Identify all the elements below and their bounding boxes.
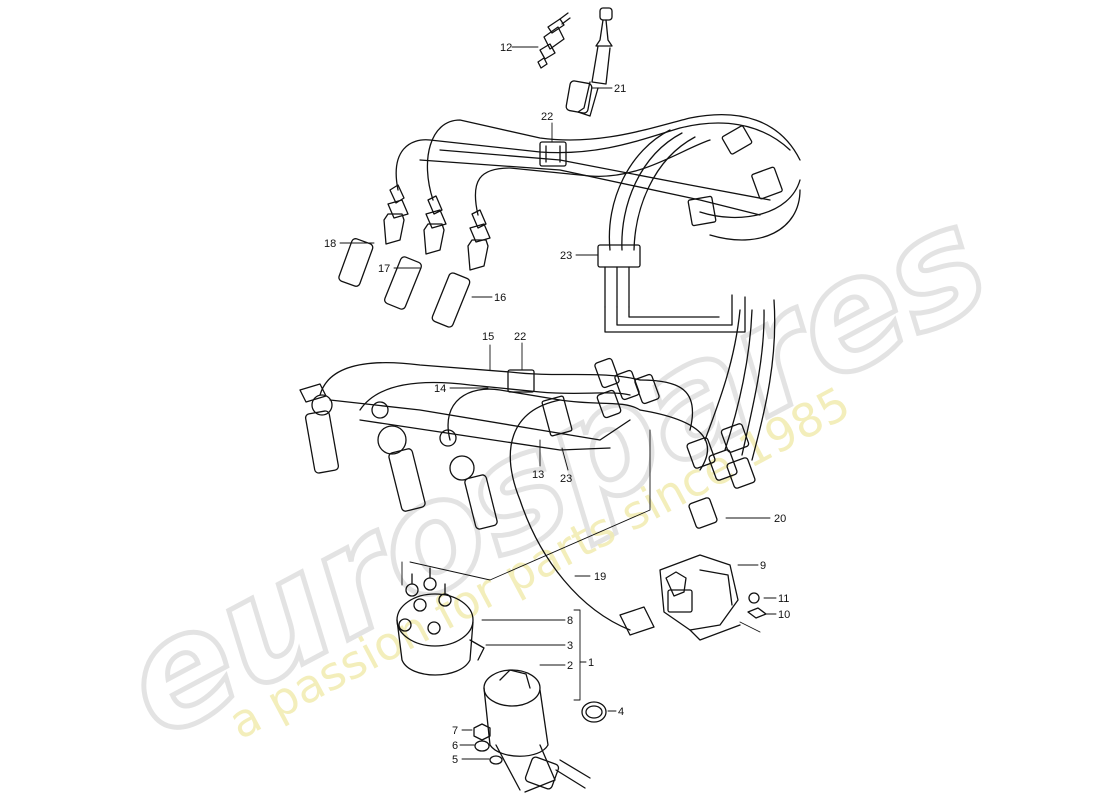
callout-15: 15 — [482, 331, 494, 343]
callout-23: 23 — [560, 473, 572, 485]
callout-8: 8 — [567, 615, 573, 627]
plug-connectors-lower — [299, 357, 660, 530]
upper-wire-harness — [395, 114, 801, 333]
spark-plug — [537, 12, 571, 69]
plug-connector-21 — [565, 7, 613, 117]
callout-21: 21 — [614, 83, 626, 95]
callout-16: 16 — [494, 292, 506, 304]
callout-12: 12 — [500, 42, 512, 54]
distributor-cap — [396, 567, 485, 676]
lower-wire-harness — [319, 362, 709, 636]
washers-nuts — [473, 723, 503, 765]
callout-1: 1 — [588, 657, 594, 669]
callout-20: 20 — [774, 513, 786, 525]
watermark: eurospares a passion for parts since 198… — [93, 170, 1017, 774]
coil-leads-right — [686, 299, 776, 529]
leader-lines — [339, 46, 777, 760]
callout-11: 11 — [778, 593, 789, 605]
o-ring — [581, 701, 607, 723]
callout-22: 22 — [514, 331, 526, 343]
callout-5: 5 — [452, 754, 458, 766]
callout-10: 10 — [778, 609, 790, 621]
callout-17: 17 — [378, 263, 390, 275]
callout-22: 22 — [541, 111, 553, 123]
assembly-guide-lines — [401, 429, 761, 633]
distributor-body — [483, 669, 591, 793]
callout-3: 3 — [567, 640, 573, 652]
ignition-coil — [659, 554, 767, 641]
callout-labels: 12 21 22 18 17 16 23 15 22 14 13 23 20 1… — [324, 42, 790, 766]
callout-6: 6 — [452, 740, 458, 752]
callout-7: 7 — [452, 725, 458, 737]
callout-2: 2 — [567, 660, 573, 672]
plug-connectors-upper — [338, 184, 491, 328]
callout-19: 19 — [594, 571, 606, 583]
callout-9: 9 — [760, 560, 766, 572]
callout-23: 23 — [560, 250, 572, 262]
watermark-brand: eurospares — [95, 173, 1014, 772]
callout-14: 14 — [434, 383, 446, 395]
callout-4: 4 — [618, 706, 624, 718]
callout-13: 13 — [532, 469, 544, 481]
callout-18: 18 — [324, 238, 336, 250]
